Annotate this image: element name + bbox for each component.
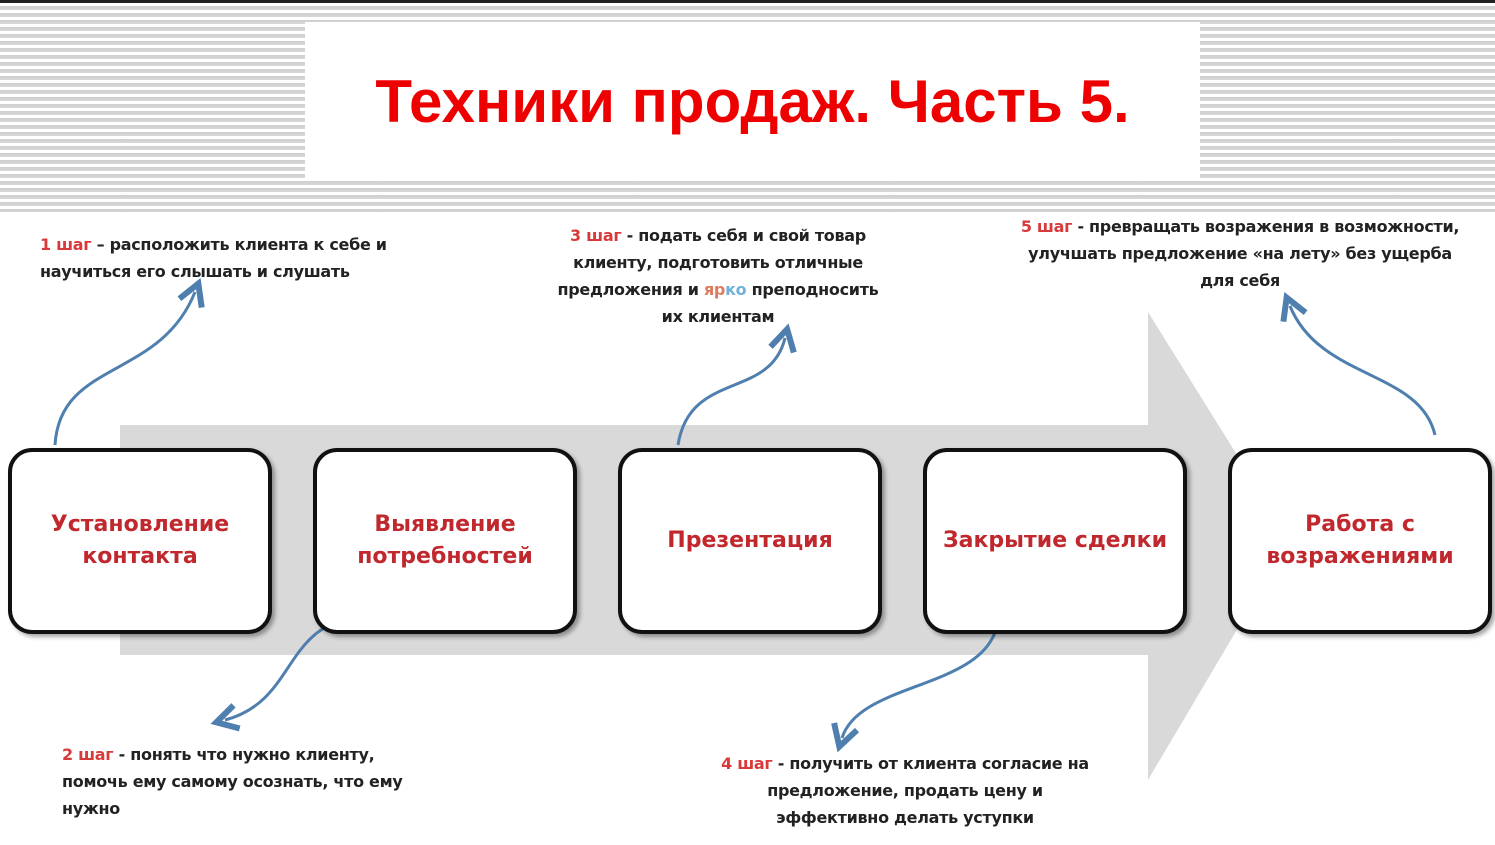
stage-label: Закрытие сделки (943, 528, 1167, 553)
title-panel: Техники продаж. Часть 5. (305, 22, 1200, 180)
step-4-note: 4 шаг - получить от клиента согласие на … (710, 750, 1100, 831)
stage-closing-deal: Закрытие сделки (923, 448, 1187, 634)
step-5-note: 5 шаг - превращать возражения в возможно… (1020, 213, 1460, 294)
step-text: - подать себя и свой товар клиенту, подг… (557, 226, 866, 299)
stage-label: Презентация (667, 528, 833, 553)
step-text: преподносить их клиентам (661, 280, 879, 326)
step-label: 4 шаг (721, 754, 773, 773)
step-label: 3 шаг (570, 226, 622, 245)
step-label: 5 шаг (1020, 217, 1073, 236)
stage-objection-handling: Работа с возражениями (1228, 448, 1492, 634)
stage-needs-discovery: Выявление потребностей (313, 448, 577, 634)
step-text: - понять что нужно клиенту, помочь ему с… (62, 745, 403, 818)
page-title: Техники продаж. Часть 5. (375, 67, 1130, 135)
step-3-note: 3 шаг - подать себя и свой товар клиенту… (548, 222, 888, 330)
highlight-text: ко (725, 280, 747, 299)
step-label: 2 шаг (62, 745, 114, 764)
step-text: - превращать возражения в возможности, у… (1028, 217, 1460, 290)
stage-label: Установление контакта (50, 512, 230, 569)
highlight-text: яр (703, 280, 726, 299)
connector-step4 (842, 619, 1000, 738)
stage-presentation: Презентация (618, 448, 882, 634)
step-1-note: 1 шаг – расположить клиента к себе и нау… (40, 231, 410, 285)
stage-establish-contact: Установление контакта (8, 448, 272, 634)
connector-step3 (676, 338, 785, 446)
stage-label: Выявление потребностей (357, 512, 533, 569)
step-2-note: 2 шаг - понять что нужно клиенту, помочь… (62, 741, 422, 822)
step-text: – расположить клиента к себе и научиться… (40, 235, 387, 281)
step-label: 1 шаг (40, 235, 92, 254)
connector-step5 (1290, 306, 1437, 436)
connector-step1 (53, 292, 195, 446)
step-text: - получить от клиента согласие на предло… (767, 754, 1089, 827)
stage-label: Работа с возражениями (1266, 512, 1454, 569)
